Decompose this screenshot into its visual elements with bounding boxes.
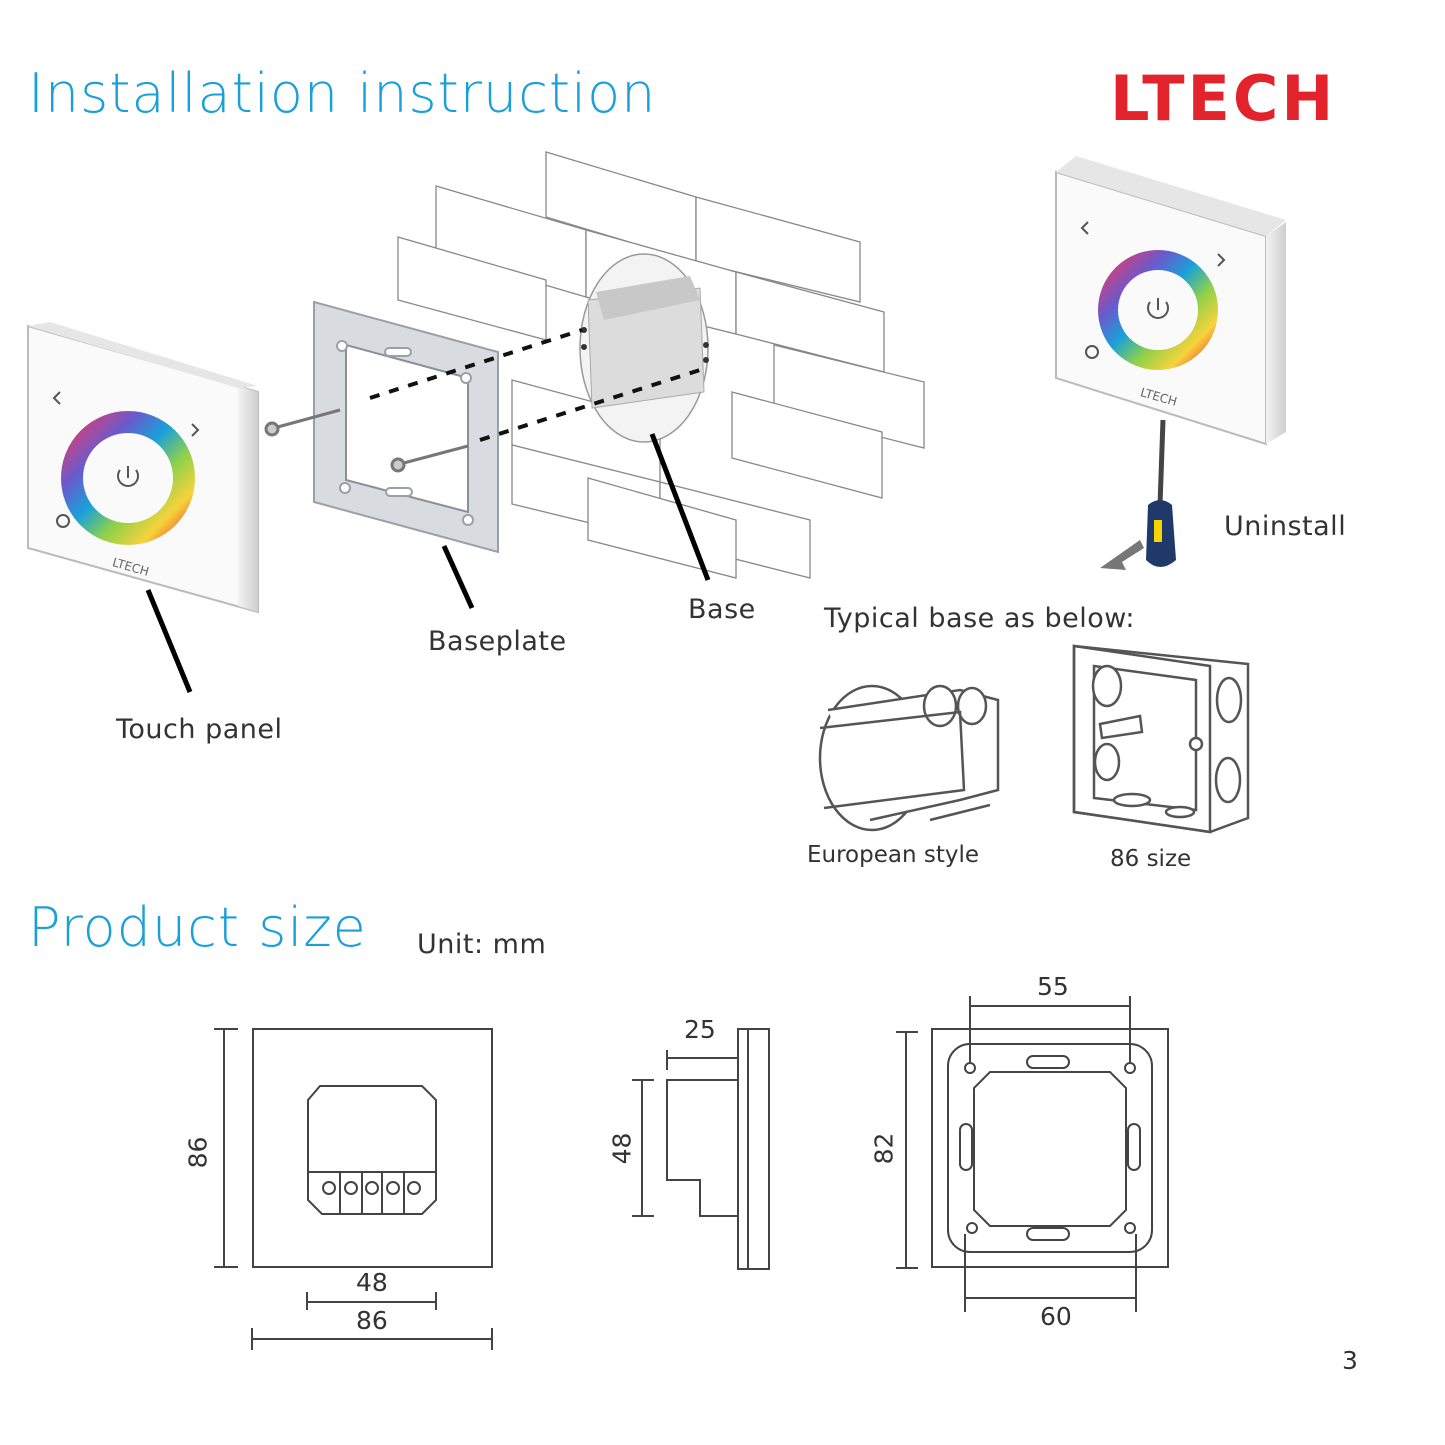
base-label: Base (688, 594, 756, 625)
base-box (579, 253, 709, 443)
touch-panel-right (1055, 156, 1286, 446)
product-size-title: Product size (28, 896, 367, 959)
front-height-dim: 86 (183, 1136, 213, 1169)
back-height-dim: 82 (869, 1132, 899, 1165)
size86-label: 86 size (1110, 846, 1192, 872)
front-inner-width-dim: 48 (356, 1268, 388, 1297)
screws (264, 408, 469, 473)
dimension-drawings (214, 996, 1169, 1350)
baseplate (313, 300, 499, 554)
side-depth-dim: 25 (684, 1015, 716, 1044)
european-style-label: European style (807, 842, 980, 868)
touch-panel-left (27, 322, 259, 614)
brand-logo: LTECH (1110, 62, 1337, 135)
uninstall-label: Uninstall (1224, 511, 1347, 542)
front-width-dim: 86 (356, 1306, 388, 1335)
baseplate-label: Baseplate (428, 626, 567, 657)
european-base (818, 684, 1000, 832)
typical-base-label: Typical base as below: (824, 603, 1135, 634)
back-bottom-width-dim: 60 (1040, 1302, 1072, 1331)
unit-label: Unit: mm (417, 929, 547, 960)
leader-lines (145, 433, 711, 693)
touch-panel-label: Touch panel (116, 714, 283, 745)
screwdriver-icon (1100, 419, 1176, 570)
back-top-width-dim: 55 (1037, 972, 1069, 1001)
page-number: 3 (1342, 1346, 1358, 1375)
size86-base (1072, 644, 1250, 834)
page-title: Installation instruction (28, 62, 657, 125)
side-height-dim: 48 (607, 1132, 637, 1165)
guide-lines (369, 328, 701, 442)
